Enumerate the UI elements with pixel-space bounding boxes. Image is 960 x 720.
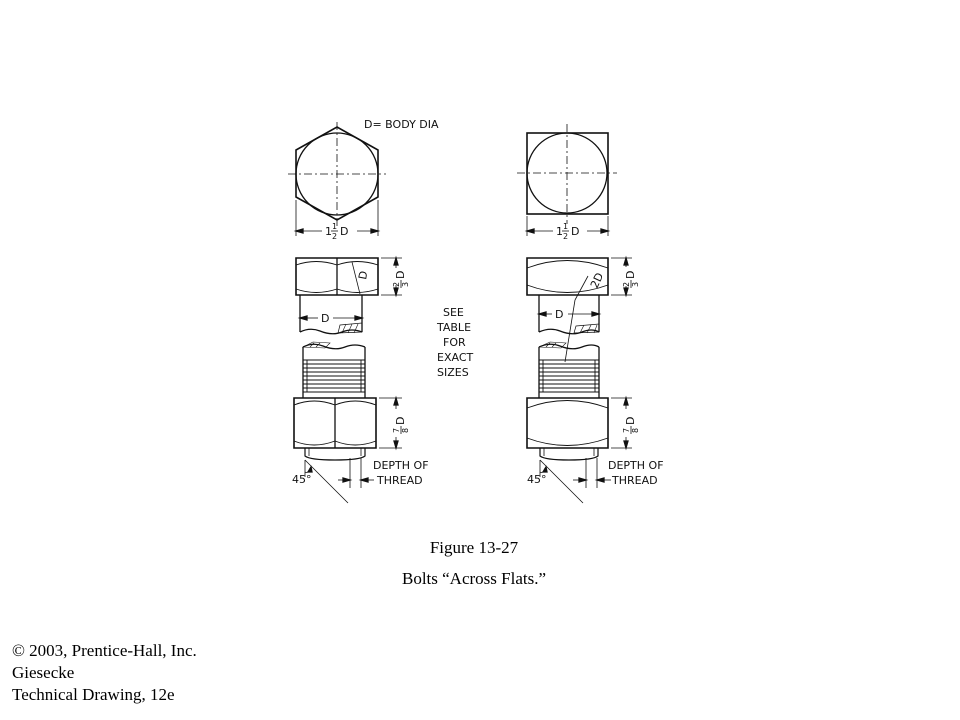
hex-nut-height-label: 7 8 D (392, 417, 410, 434)
hex-chamfer-label: D (356, 270, 370, 281)
square-bolt-threads (539, 359, 599, 393)
svg-text:TABLE: TABLE (436, 321, 471, 334)
svg-text:D: D (340, 225, 348, 238)
sq-body-dia-label: D (555, 308, 563, 321)
svg-text:1: 1 (332, 222, 337, 231)
book-title-line: Technical Drawing, 12e (12, 685, 175, 704)
svg-text:D: D (394, 271, 407, 279)
square-nut-side (526, 395, 632, 451)
hex-bolt-end (304, 448, 374, 504)
svg-text:D: D (624, 417, 637, 425)
sq-chamfer-label: 2D (588, 271, 606, 291)
svg-text:8: 8 (401, 428, 410, 433)
square-bolt-end (539, 448, 611, 504)
hex-bolt-threads (303, 359, 365, 393)
sq-head-height-label: 2 3 D (622, 271, 640, 288)
svg-text:2: 2 (622, 282, 631, 287)
legend-body-dia: D= BODY DIA (364, 118, 439, 131)
author-line: Giesecke (12, 663, 75, 682)
svg-text:8: 8 (631, 428, 640, 433)
sq-angle-label: 45° (527, 473, 547, 486)
svg-text:SIZES: SIZES (437, 366, 469, 379)
svg-text:7: 7 (622, 428, 631, 433)
svg-text:D: D (394, 417, 407, 425)
sq-nut-height-label: 7 8 D (622, 417, 640, 434)
svg-text:FOR: FOR (443, 336, 466, 349)
svg-text:7: 7 (392, 428, 401, 433)
hex-head-height-label: 2 3 D (392, 271, 410, 288)
hex-bolt-shank-upper (297, 295, 365, 335)
svg-text:2: 2 (392, 282, 401, 287)
svg-text:2: 2 (332, 232, 337, 241)
hex-width-label: 1 1 2 D (325, 222, 348, 241)
square-bolt-shank-upper (536, 295, 602, 363)
svg-text:D: D (624, 271, 637, 279)
figure-title: Bolts “Across Flats.” (401, 569, 547, 588)
svg-text:3: 3 (401, 282, 410, 287)
square-bolt-shank-lower (538, 341, 600, 398)
svg-text:1: 1 (563, 222, 568, 231)
hex-bolt-shank-lower (301, 341, 366, 398)
hex-angle-label: 45° (292, 473, 312, 486)
square-bolt-head-side (526, 255, 632, 301)
sq-width-label: 1 1 2 D (556, 222, 579, 241)
hex-thread-depth-label-2: THREAD (376, 474, 423, 487)
svg-text:2: 2 (563, 232, 568, 241)
svg-text:D: D (571, 225, 579, 238)
hex-thread-depth-label-1: DEPTH OF (373, 459, 429, 472)
hex-bolt-top-view (288, 122, 386, 236)
svg-text:SEE: SEE (443, 306, 464, 319)
hex-bolt-head-side (295, 255, 402, 298)
sq-thread-depth-label-1: DEPTH OF (608, 459, 664, 472)
copyright-line: © 2003, Prentice-Hall, Inc. (12, 641, 197, 660)
sq-thread-depth-label-2: THREAD (611, 474, 658, 487)
see-table-note: SEE TABLE FOR EXACT SIZES (436, 306, 473, 379)
hex-nut-side (293, 395, 402, 451)
svg-text:1: 1 (325, 225, 332, 238)
svg-text:EXACT: EXACT (437, 351, 473, 364)
square-bolt-top-view (517, 124, 617, 236)
svg-text:3: 3 (631, 282, 640, 287)
figure-number: Figure 13-27 (429, 538, 519, 557)
hex-body-dia-label: D (321, 312, 329, 325)
svg-text:1: 1 (556, 225, 563, 238)
